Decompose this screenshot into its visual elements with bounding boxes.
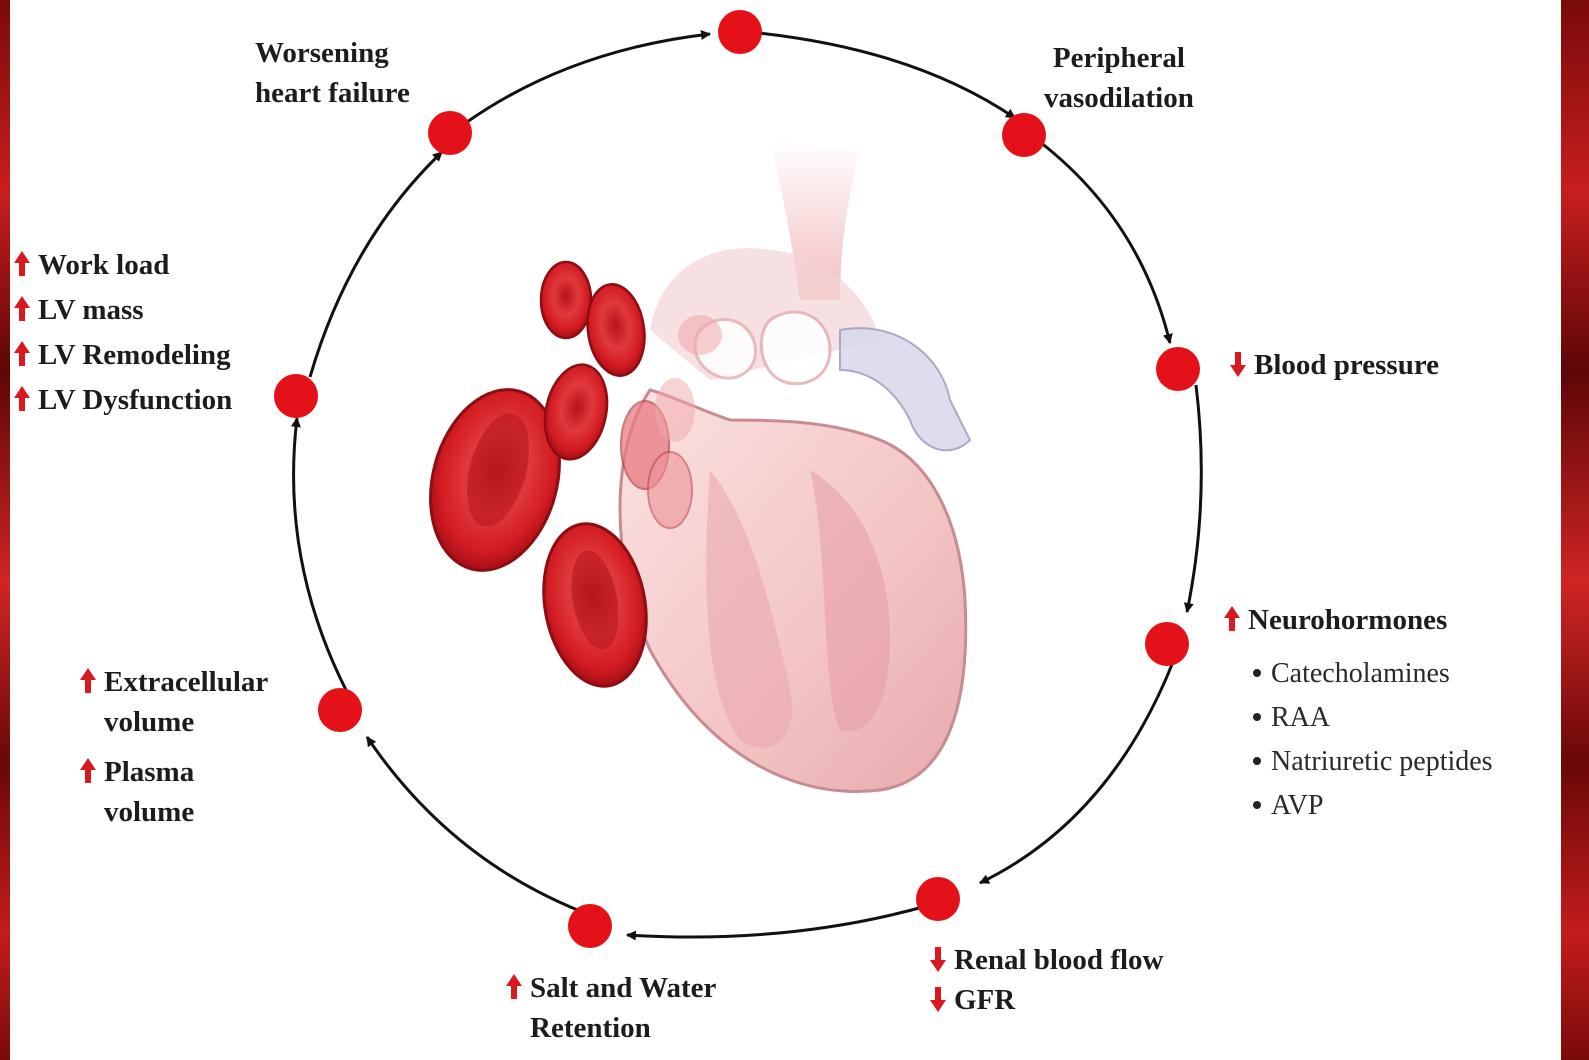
slide-border-left bbox=[0, 0, 10, 1060]
arrow-salt-to-volume bbox=[367, 737, 585, 913]
down-arrow-icon bbox=[928, 986, 948, 1012]
label-lv-list: Work load LV mass LV Remodeling LV Dysfu… bbox=[12, 243, 232, 423]
renal-row: Renal blood flow bbox=[928, 940, 1163, 980]
bullet-icon bbox=[1253, 669, 1261, 677]
neuro-item: Catecholamines bbox=[1253, 652, 1493, 696]
salt-water-line-2: Retention bbox=[504, 1008, 716, 1048]
node-salt-water bbox=[568, 904, 612, 948]
node-peripheral-vasodilation bbox=[1002, 113, 1046, 157]
work-load-text: Work load bbox=[38, 249, 169, 281]
up-arrow-icon bbox=[12, 251, 32, 277]
up-arrow-icon bbox=[12, 341, 32, 367]
extracellular-line-1: Extracellular bbox=[104, 666, 268, 698]
salt-row: Salt and Water bbox=[504, 968, 716, 1008]
node-neurohormones bbox=[1145, 622, 1189, 666]
node-volume bbox=[318, 688, 362, 732]
up-arrow-icon bbox=[12, 296, 32, 322]
worsening-line-1: Worsening bbox=[255, 33, 410, 73]
heart-failure-cycle bbox=[10, 0, 1561, 1060]
label-renal: Renal blood flow GFR bbox=[928, 940, 1163, 1020]
label-blood-pressure: Blood pressure bbox=[1228, 345, 1439, 385]
peripheral-line-2: vasodilation bbox=[1044, 78, 1194, 118]
label-neurohormones: Neurohormones bbox=[1222, 600, 1447, 640]
node-top bbox=[718, 10, 762, 54]
arrow-top-to-peripheral bbox=[759, 33, 1015, 118]
lv-dysfunction-text: LV Dysfunction bbox=[38, 384, 232, 416]
bullet-icon bbox=[1253, 801, 1261, 809]
peripheral-line-1: Peripheral bbox=[1044, 38, 1194, 78]
diagram-canvas: Worsening heart failure Peripheral vasod… bbox=[10, 0, 1561, 1060]
work-load-row: Work load bbox=[12, 243, 232, 288]
arrow-renal-to-salt bbox=[627, 905, 930, 937]
plasma-line-1: Plasma bbox=[104, 756, 194, 788]
lv-mass-row: LV mass bbox=[12, 288, 232, 333]
neurohormones-text: Neurohormones bbox=[1248, 604, 1447, 636]
gfr-row: GFR bbox=[928, 980, 1163, 1020]
label-extracellular-volume: Extracellular volume bbox=[78, 662, 268, 742]
renal-blood-flow-text: Renal blood flow bbox=[954, 944, 1163, 976]
label-peripheral-vasodilation: Peripheral vasodilation bbox=[1044, 38, 1194, 118]
arrow-peripheral-to-bp bbox=[1040, 142, 1170, 343]
bullet-icon bbox=[1253, 713, 1261, 721]
up-arrow-icon bbox=[504, 974, 524, 1000]
bullet-icon bbox=[1253, 757, 1261, 765]
label-salt-water-retention: Salt and Water Retention bbox=[504, 968, 716, 1048]
arrow-neuro-to-renal bbox=[980, 662, 1173, 883]
neurohormone-list: Catecholamines RAA Natriuretic peptides … bbox=[1253, 652, 1493, 828]
slide-border-right bbox=[1561, 0, 1589, 1060]
arrow-lv-to-worsening bbox=[310, 152, 442, 377]
worsening-line-2: heart failure bbox=[255, 73, 410, 113]
node-renal bbox=[916, 877, 960, 921]
up-arrow-icon bbox=[1222, 606, 1242, 632]
lv-mass-text: LV mass bbox=[38, 294, 144, 326]
label-worsening-heart-failure: Worsening heart failure bbox=[255, 33, 410, 113]
extracellular-line-2: volume bbox=[78, 702, 268, 742]
up-arrow-icon bbox=[12, 386, 32, 412]
up-arrow-icon bbox=[78, 668, 98, 694]
arrow-volume-to-lv bbox=[294, 418, 347, 692]
down-arrow-icon bbox=[928, 946, 948, 972]
arrow-bp-to-neuro bbox=[1187, 385, 1201, 612]
neuro-item: AVP bbox=[1253, 784, 1493, 828]
lv-remodeling-row: LV Remodeling bbox=[12, 333, 232, 378]
plasma-row: Plasma bbox=[78, 752, 194, 792]
node-lv bbox=[274, 374, 318, 418]
neuro-item: RAA bbox=[1253, 696, 1493, 740]
node-worsening bbox=[428, 111, 472, 155]
up-arrow-icon bbox=[78, 758, 98, 784]
blood-pressure-text: Blood pressure bbox=[1254, 349, 1439, 381]
extracellular-row: Extracellular bbox=[78, 662, 268, 702]
node-blood-pressure bbox=[1156, 347, 1200, 391]
salt-water-line-1: Salt and Water bbox=[530, 972, 716, 1004]
label-plasma-volume: Plasma volume bbox=[78, 752, 194, 832]
plasma-line-2: volume bbox=[78, 792, 194, 832]
arrow-worsening-to-top bbox=[467, 34, 710, 122]
down-arrow-icon bbox=[1228, 351, 1248, 377]
neuro-item: Natriuretic peptides bbox=[1253, 740, 1493, 784]
lv-remodeling-text: LV Remodeling bbox=[38, 339, 231, 371]
lv-dysfunction-row: LV Dysfunction bbox=[12, 378, 232, 423]
gfr-text: GFR bbox=[954, 984, 1015, 1016]
